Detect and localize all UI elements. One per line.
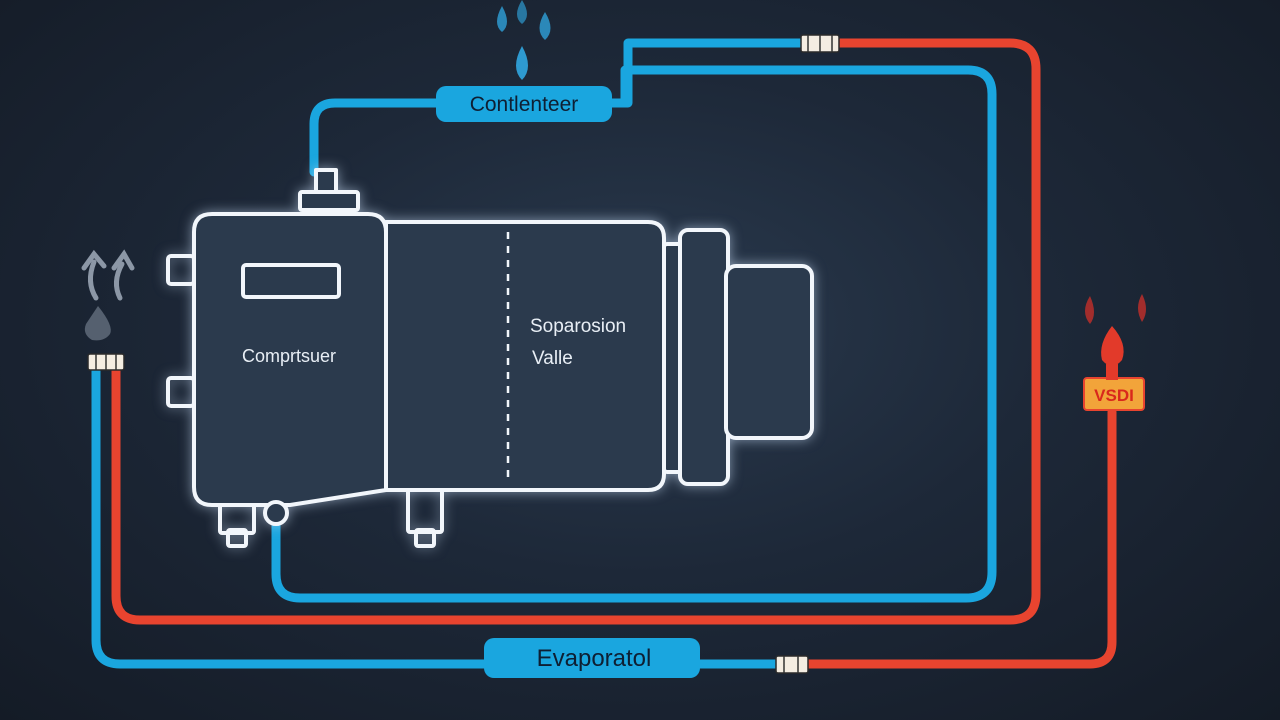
compressor-foot xyxy=(218,503,256,535)
water-drops-icon xyxy=(497,0,551,80)
valve-housing xyxy=(384,220,666,492)
compressor-foot xyxy=(406,488,444,534)
compressor-top-flange xyxy=(298,190,360,212)
sensor-tag: VSDI xyxy=(1083,377,1145,411)
pipe-coupling-icon xyxy=(87,353,125,371)
rising-arrows-icon xyxy=(81,249,135,301)
motor-cap xyxy=(724,264,814,440)
condenser-label-text: Contlenteer xyxy=(470,93,579,116)
condenser-label: Contlenteer xyxy=(436,86,612,122)
pipe-condenser-to-compressor xyxy=(309,98,445,177)
evaporator-label: Evaporatol xyxy=(484,638,700,678)
compressor-left-lug xyxy=(166,376,196,408)
vapor-drop-icon xyxy=(84,306,111,341)
compressor-unit xyxy=(166,168,814,548)
evaporator-label-text: Evaporatol xyxy=(537,645,652,672)
compressor-foot xyxy=(414,528,436,548)
evaporator-pill xyxy=(484,638,700,678)
motor-cap xyxy=(678,228,730,486)
pipe-hot-top xyxy=(111,38,1041,625)
valve-label-line2: Valle xyxy=(532,348,573,369)
compressor-label-text: Comprtsuer xyxy=(242,346,336,366)
sensor-tag-text: VSDI xyxy=(1094,386,1134,405)
pipe-right-blue-loop xyxy=(271,65,997,603)
condenser-pill xyxy=(436,86,612,122)
compressor-left-lug xyxy=(166,254,196,286)
heat-flame-icon xyxy=(1085,294,1146,380)
pipe-coupling-icon xyxy=(775,655,809,674)
pipe-hot-right-riser xyxy=(803,407,1117,669)
compressor-port xyxy=(263,500,289,526)
pipe-cold-left xyxy=(91,363,489,669)
compressor-display xyxy=(241,263,341,299)
compressor-foot xyxy=(226,528,248,548)
valve-label-line1: Soparosion xyxy=(530,316,626,337)
pipe-coupling-icon xyxy=(800,34,840,53)
